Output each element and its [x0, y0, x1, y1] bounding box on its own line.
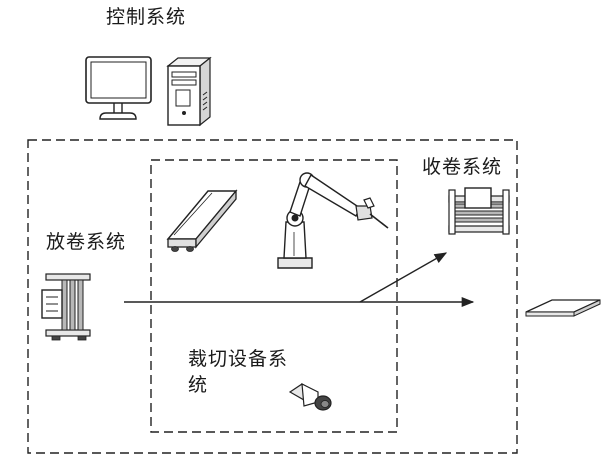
- cutting-system-boundary: [150, 159, 398, 433]
- unwind-roller-icon: [41, 273, 91, 341]
- camera-icon: [288, 382, 332, 411]
- monitor-icon: [85, 56, 152, 120]
- pc-tower-icon: [166, 56, 212, 127]
- rewind-flow-arrow: [359, 252, 448, 303]
- control-system-label: 控制系统: [106, 6, 187, 28]
- cutting-system-label-line2: 统: [188, 374, 209, 396]
- outer-system-boundary: [27, 139, 518, 454]
- conveyor-platform-icon: [166, 189, 238, 252]
- rewind-system-label: 收卷系统: [422, 156, 503, 178]
- unwind-system-label: 放卷系统: [46, 231, 127, 253]
- rewind-roller-icon: [448, 187, 510, 235]
- robot-arm-icon: [277, 172, 389, 269]
- cutting-system-label-line1: 裁切设备系: [188, 348, 289, 370]
- cut-sheet-icon: [525, 299, 601, 317]
